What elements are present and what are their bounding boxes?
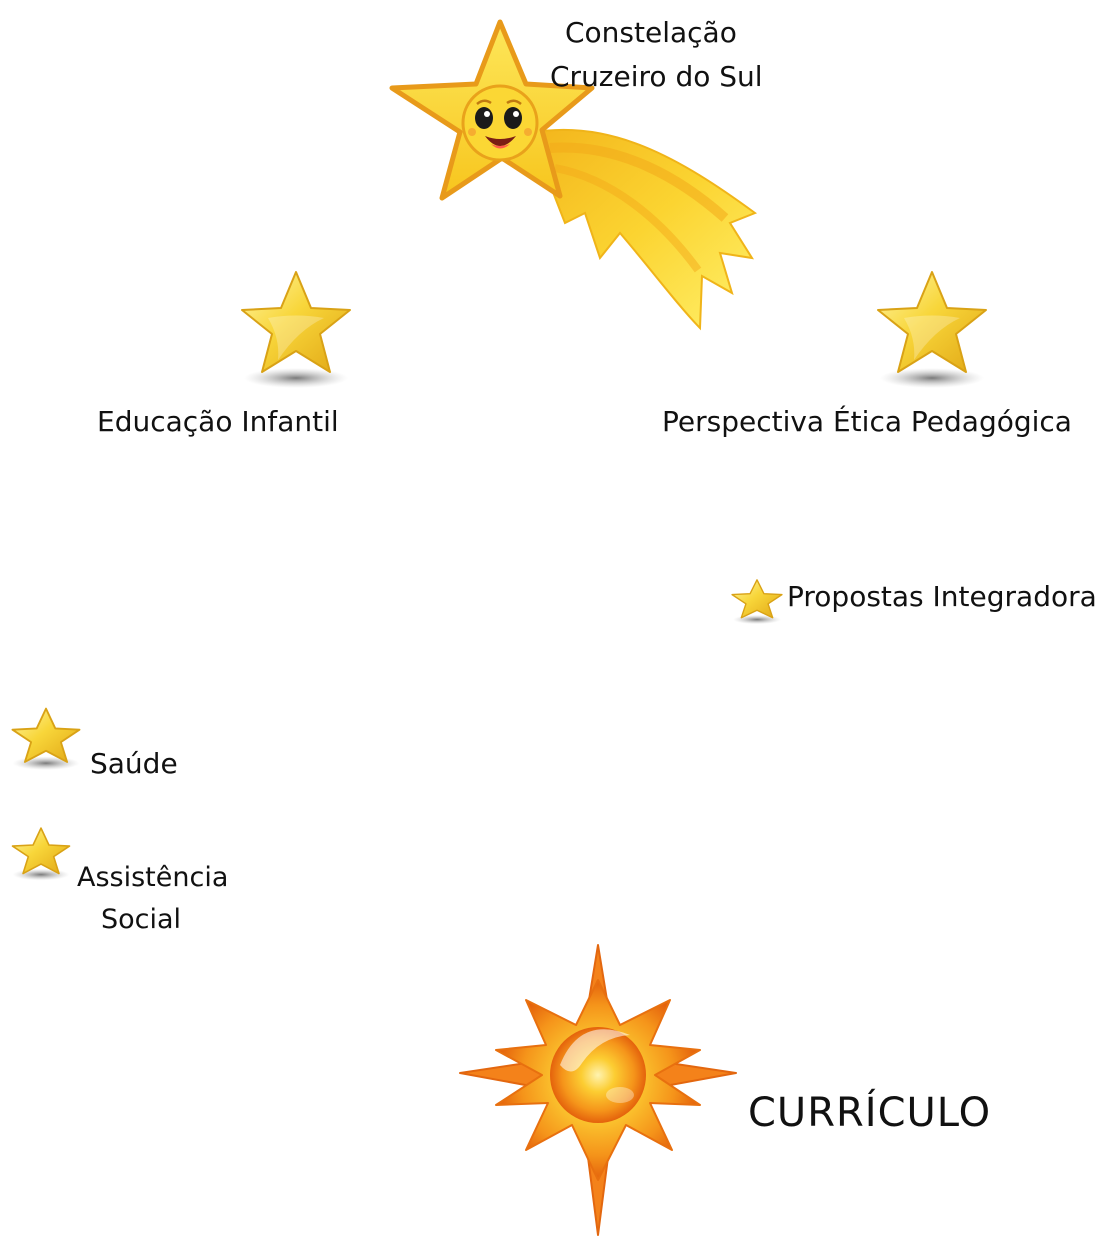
star-icon-assistencia — [10, 826, 72, 882]
star-icon-perspectiva — [874, 268, 990, 390]
mascot-shooting-star-icon — [380, 8, 770, 338]
label-educacao-infantil: Educação Infantil — [97, 405, 339, 438]
label-perspectiva: Perspectiva Ética Pedagógica — [662, 405, 1072, 438]
sun-burst-icon — [459, 944, 737, 1236]
star-icon-saude — [10, 706, 82, 772]
label-saude: Saúde — [90, 747, 178, 780]
title-line-1: Constelação — [565, 16, 737, 49]
label-assistencia-line-2: Social — [101, 904, 182, 935]
star-icon-educacao-infantil — [238, 268, 354, 390]
label-assistencia-line-1: Assistência — [77, 862, 229, 893]
label-propostas: Propostas Integradora — [787, 580, 1097, 613]
label-curriculo: CURRÍCULO — [748, 1090, 992, 1136]
star-icon-propostas — [730, 578, 784, 626]
title-line-2: Cruzeiro do Sul — [550, 60, 763, 93]
